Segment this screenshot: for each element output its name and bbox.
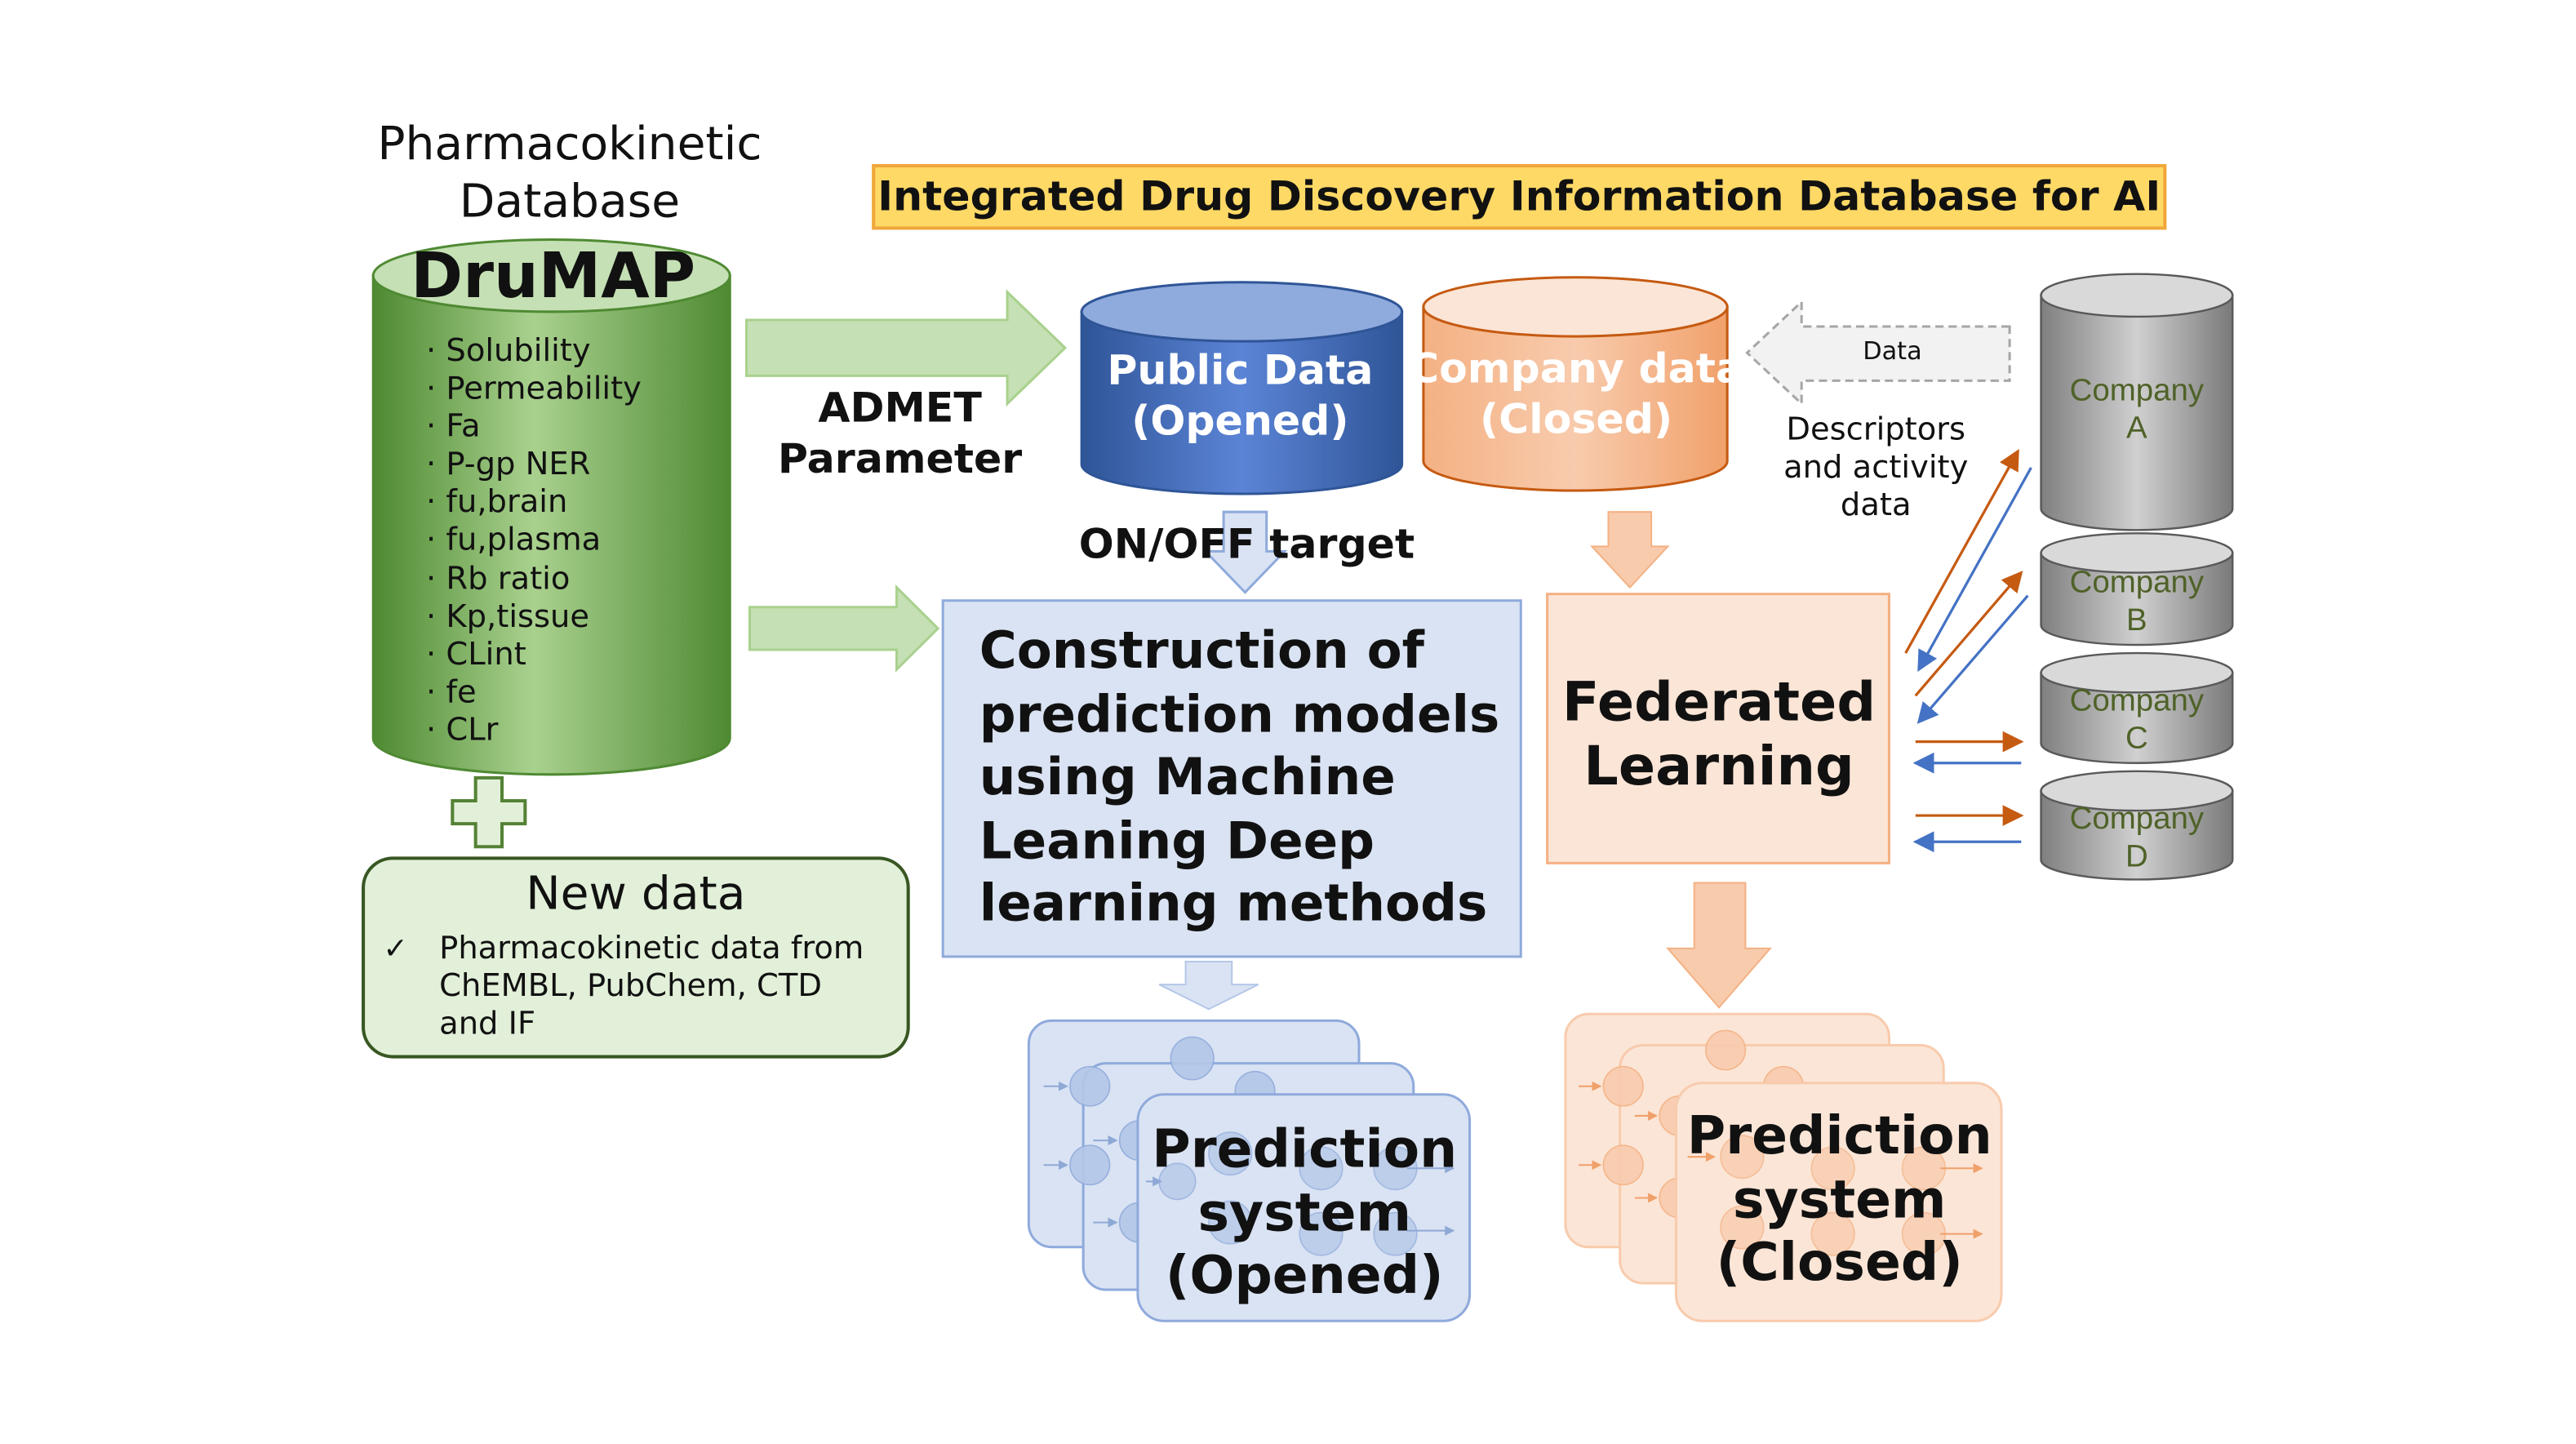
construction-down-arrow: [1158, 960, 1259, 1011]
company-c-line2: C: [2125, 722, 2148, 757]
drumap-to-construction-arrow: [748, 584, 940, 673]
federated-box: [1546, 593, 1890, 864]
company-d-cylinder: [2040, 770, 2234, 881]
param-item: CLr: [426, 712, 642, 749]
onoff-target-label: ON/OFF target: [1078, 520, 1415, 568]
prediction-closed-stack: [1564, 1012, 2003, 1322]
data-arrow-label: Data: [1863, 336, 1922, 367]
new-data-line: ChEMBL, PubChem, CTD: [439, 968, 822, 1005]
descriptors-label: Descriptors and activity data: [1761, 412, 1992, 526]
admet-parameter-label: ADMET Parameter: [760, 382, 1041, 484]
construction-line: Leaning Deep: [979, 811, 1375, 871]
company-a-line2: A: [2126, 411, 2147, 447]
company-a-line1: Company: [2069, 374, 2205, 409]
param-item: Rb ratio: [426, 561, 642, 598]
param-item: P-gp NER: [426, 447, 642, 484]
company-a-cylinder: [2040, 273, 2234, 531]
param-item: Permeability: [426, 371, 642, 408]
new-data-text: Pharmacokinetic data from ChEMBL, PubChe…: [439, 931, 888, 1044]
public-data-line1: Public Data: [1107, 346, 1374, 394]
prediction-closed-line2: system: [1732, 1167, 1947, 1230]
new-data-title: New data: [526, 866, 746, 921]
param-item: Fa: [426, 409, 642, 447]
new-data-box: [362, 856, 910, 1059]
federated-line2: Learning: [1583, 733, 1854, 798]
federated-learning-text: Federated Learning: [1552, 669, 1886, 798]
company-data-line1: Company data: [1408, 344, 1744, 393]
admet-arrow: [744, 289, 1068, 407]
prediction-opened-line1: Prediction: [1152, 1117, 1458, 1180]
federated-exchange-arrows: [1904, 448, 2032, 853]
prediction-opened-text: Prediction system (Opened): [1139, 1117, 1470, 1307]
company-data-line2: (Closed): [1480, 395, 1673, 443]
integrated-db-banner: Integrated Drug Discovery Information Da…: [872, 164, 2167, 230]
construction-line: learning methods: [979, 874, 1488, 934]
company-b-line2: B: [2126, 603, 2147, 638]
company-c-label: Company C: [2041, 682, 2233, 758]
descriptors-line3: data: [1840, 487, 1912, 524]
pk-database-title: Pharmacokinetic Database: [377, 116, 762, 229]
construction-line: prediction models: [979, 685, 1500, 744]
new-data-line: Pharmacokinetic data from: [439, 930, 864, 967]
public-data-line2: (Opened): [1131, 397, 1349, 445]
construction-line: using Machine: [979, 748, 1396, 808]
company-d-label: Company D: [2041, 801, 2233, 876]
construction-box: [941, 599, 1522, 958]
descriptors-line1: Descriptors: [1786, 411, 1966, 448]
public-data-cylinder: [1080, 281, 1404, 495]
public-down-arrow: [1202, 510, 1288, 594]
param-item: fe: [426, 674, 642, 712]
company-data-label: Company data (Closed): [1407, 343, 1746, 445]
admet-line2: Parameter: [777, 434, 1023, 482]
admet-line1: ADMET: [818, 384, 982, 432]
prediction-closed-line1: Prediction: [1686, 1104, 1992, 1167]
param-item: Kp,tissue: [426, 598, 642, 636]
company-down-arrow: [1589, 511, 1670, 589]
company-b-label: Company B: [2041, 565, 2233, 640]
company-c-line1: Company: [2069, 684, 2205, 719]
construction-line: Construction of: [979, 621, 1424, 682]
param-item: CLint: [426, 636, 642, 673]
company-d-line2: D: [2125, 840, 2148, 875]
checkmark-icon: ✓: [383, 931, 408, 967]
company-d-line1: Company: [2069, 802, 2205, 838]
descriptors-line2: and activity: [1783, 449, 1969, 487]
new-data-line: and IF: [439, 1006, 536, 1042]
param-item: Solubility: [426, 333, 642, 371]
construction-text: Construction of prediction models using …: [979, 620, 1508, 936]
prediction-opened-stack: [1027, 1019, 1472, 1322]
prediction-closed-line3: (Closed): [1716, 1230, 1963, 1294]
prediction-opened-line2: system: [1197, 1180, 1412, 1243]
param-item: fu,brain: [426, 485, 642, 522]
param-item: fu,plasma: [426, 522, 642, 560]
prediction-opened-line3: (Opened): [1165, 1243, 1444, 1307]
drumap-title: DruMAP: [411, 239, 696, 312]
company-a-label: Company A: [2041, 372, 2233, 447]
federated-line1: Federated: [1561, 669, 1876, 734]
plus-icon: [451, 775, 527, 849]
company-data-cylinder: [1422, 276, 1729, 492]
parameter-list: Solubility Permeability Fa P-gp NER fu,b…: [426, 333, 642, 750]
federated-down-arrow: [1666, 882, 1772, 1009]
data-dashed-arrow: [1745, 299, 2011, 407]
prediction-closed-text: Prediction system (Closed): [1677, 1104, 2001, 1294]
company-c-cylinder: [2040, 651, 2234, 764]
public-data-label: Public Data (Opened): [1073, 344, 1407, 447]
company-b-line1: Company: [2069, 566, 2205, 601]
company-b-cylinder: [2040, 532, 2234, 646]
